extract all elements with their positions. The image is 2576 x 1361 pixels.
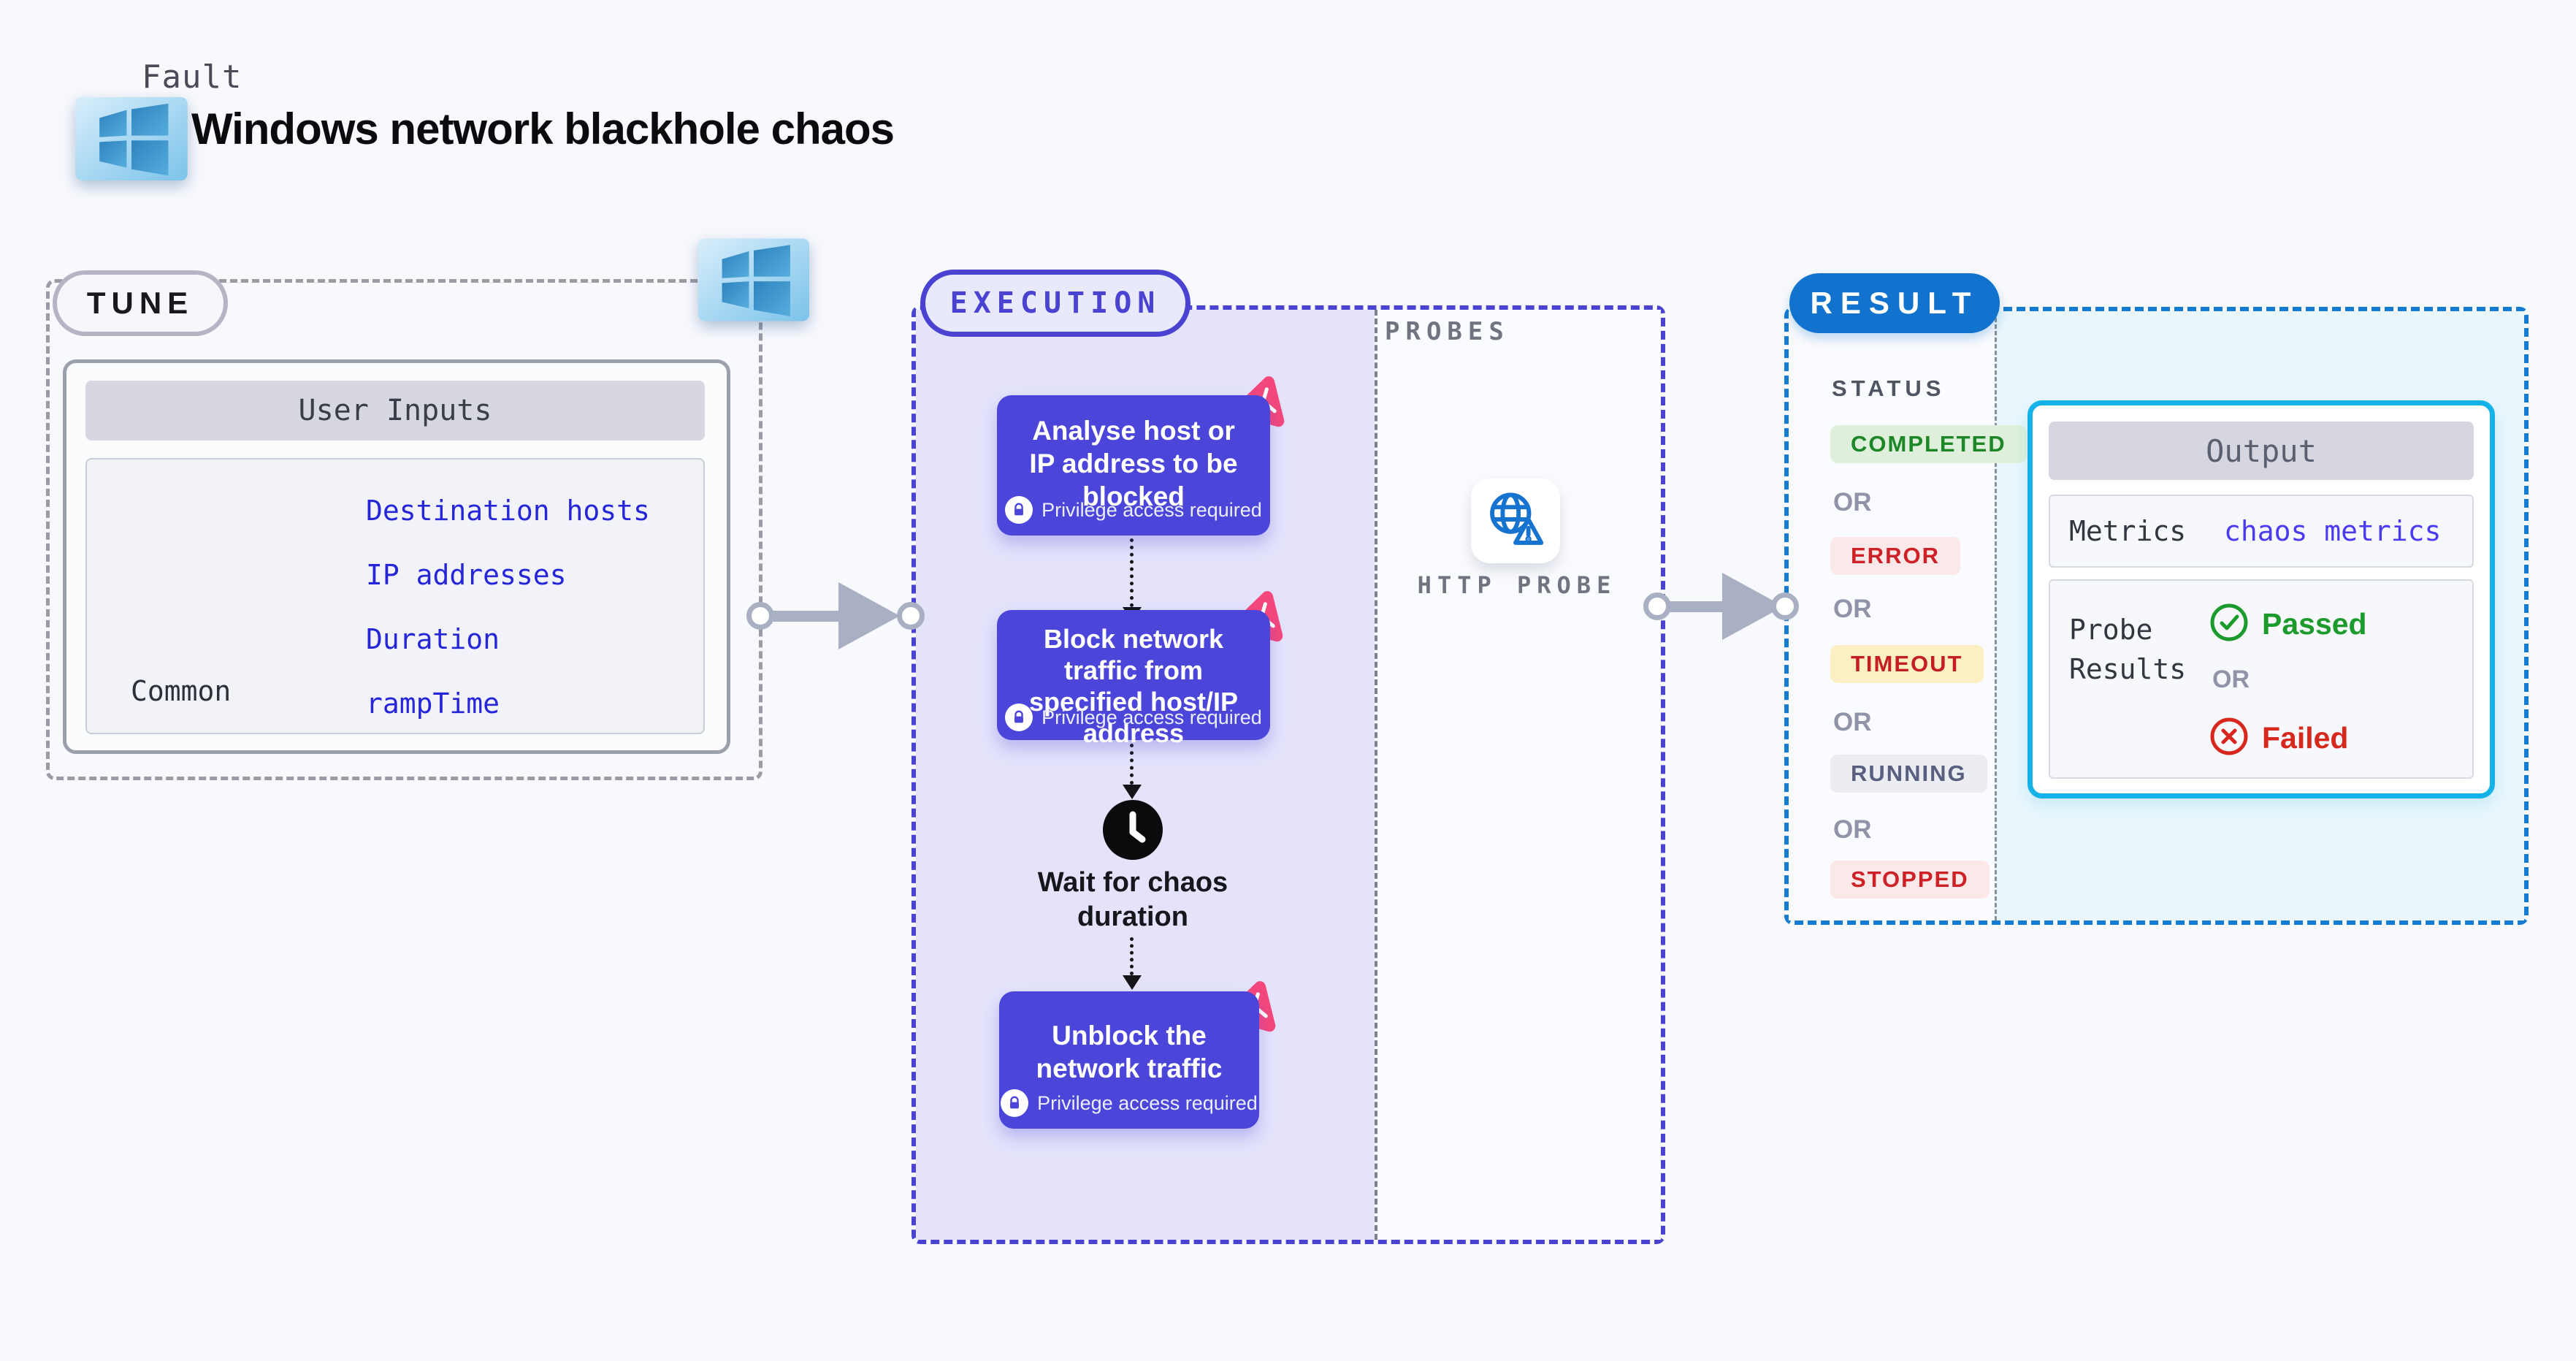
field-link-destination-hosts[interactable]: Destination hosts <box>366 495 650 527</box>
output-header: Output <box>2049 422 2474 480</box>
flow-connector <box>1130 538 1134 607</box>
output-card: Output Metrics chaos metrics Probe Resul… <box>2027 400 2495 798</box>
metrics-label: Metrics <box>2069 515 2187 547</box>
field-link-ip-addresses[interactable]: IP addresses <box>366 559 567 591</box>
probe-results-label: Probe Results <box>2069 614 2187 685</box>
tune-pill-label: TUNE <box>86 286 194 320</box>
execution-pill-label: EXECUTION <box>949 286 1161 320</box>
flow-connector <box>1130 937 1134 975</box>
lock-icon <box>1005 704 1033 731</box>
x-circle-icon <box>2209 717 2249 760</box>
flow-arrowhead <box>1123 975 1142 990</box>
connector-line <box>1668 601 1732 612</box>
result-pill-label: RESULT <box>1810 286 1979 320</box>
chaos-metrics-link[interactable]: chaos metrics <box>2224 515 2442 547</box>
user-inputs-body: Common Destination hosts IP addresses Du… <box>85 458 705 734</box>
connector-line <box>771 611 846 622</box>
fault-kicker: Fault <box>142 58 242 96</box>
result-pill: RESULT <box>1789 273 2000 333</box>
status-badge-running: RUNNING <box>1830 755 1987 793</box>
field-link-ramptime[interactable]: rampTime <box>366 687 500 720</box>
execution-pill: EXECUTION <box>920 270 1190 337</box>
or-separator: OR <box>1833 708 1872 736</box>
check-circle-icon <box>2209 603 2249 646</box>
failed-verdict: Failed <box>2209 717 2348 760</box>
execution-section-box <box>911 305 1665 1244</box>
step-unblock-traffic-node: Unblock the network traffic Privilege ac… <box>999 991 1259 1129</box>
status-heading: STATUS <box>1832 375 1946 401</box>
step-title: Unblock the network traffic <box>1036 1021 1223 1083</box>
passed-label: Passed <box>2262 607 2367 641</box>
status-badge-completed: COMPLETED <box>1830 425 2027 463</box>
tune-section-box <box>46 279 763 780</box>
page-title: Windows network blackhole chaos <box>191 104 895 153</box>
metrics-row: Metrics chaos metrics <box>2049 495 2474 568</box>
connector-start-circle <box>746 602 774 630</box>
wait-step-label: Wait for chaos duration <box>1037 867 1228 932</box>
failed-label: Failed <box>2262 721 2349 755</box>
status-column <box>1789 311 1995 920</box>
step-analyse-host-node: Analyse host or IP address to be blocked… <box>997 395 1270 535</box>
connector-arrowhead <box>838 582 900 649</box>
probe-results-row: Probe Results Passed OR Failed <box>2049 579 2474 779</box>
status-badge-stopped: STOPPED <box>1830 861 1990 899</box>
or-separator: OR <box>1833 815 1872 844</box>
privilege-note-text: Privilege access required <box>1042 498 1262 521</box>
privilege-note-text: Privilege access required <box>1042 706 1262 728</box>
status-badge-timeout: TIMEOUT <box>1830 645 1984 683</box>
privilege-note: Privilege access required <box>997 496 1270 524</box>
flow-arrowhead <box>1123 785 1142 799</box>
passed-verdict: Passed <box>2209 603 2367 646</box>
http-probe-card <box>1471 479 1560 563</box>
user-inputs-header: User Inputs <box>85 381 705 441</box>
user-inputs-field-list: Destination hosts IP addresses Duration … <box>366 495 650 720</box>
clock-icon <box>1103 800 1163 864</box>
lock-icon <box>1001 1089 1029 1117</box>
user-inputs-card: User Inputs Common Destination hosts IP … <box>63 359 730 754</box>
field-link-duration[interactable]: Duration <box>366 623 500 655</box>
step-block-traffic-node: Block network traffic from specified hos… <box>997 610 1270 748</box>
probes-area <box>1375 310 1661 1240</box>
connector-end-circle <box>897 602 925 630</box>
http-probe-label: HTTP PROBE <box>1417 571 1617 599</box>
windows-logo-icon <box>698 237 809 327</box>
probes-divider <box>1375 310 1377 1240</box>
flow-connector <box>1130 744 1134 785</box>
connector-end-circle <box>1771 592 1799 620</box>
or-separator: OR <box>1833 595 1872 623</box>
status-badge-error: ERROR <box>1830 537 1960 575</box>
or-separator: OR <box>2212 666 2250 693</box>
step-title: Block network traffic from specified hos… <box>1028 624 1239 748</box>
windows-logo-icon <box>75 97 188 184</box>
privilege-note-text: Privilege access required <box>1037 1091 1258 1114</box>
lock-icon <box>1005 496 1033 524</box>
globe-warning-icon <box>1483 489 1548 554</box>
status-divider <box>1995 311 1997 920</box>
or-separator: OR <box>1833 488 1872 516</box>
privilege-note: Privilege access required <box>999 1089 1259 1117</box>
privilege-note: Privilege access required <box>997 704 1270 731</box>
step-title: Analyse host or IP address to be blocked <box>1029 416 1238 511</box>
connector-start-circle <box>1643 592 1671 620</box>
probes-label: PROBES <box>1385 317 1510 346</box>
tune-pill: TUNE <box>53 270 228 336</box>
user-inputs-category: Common <box>131 675 232 707</box>
